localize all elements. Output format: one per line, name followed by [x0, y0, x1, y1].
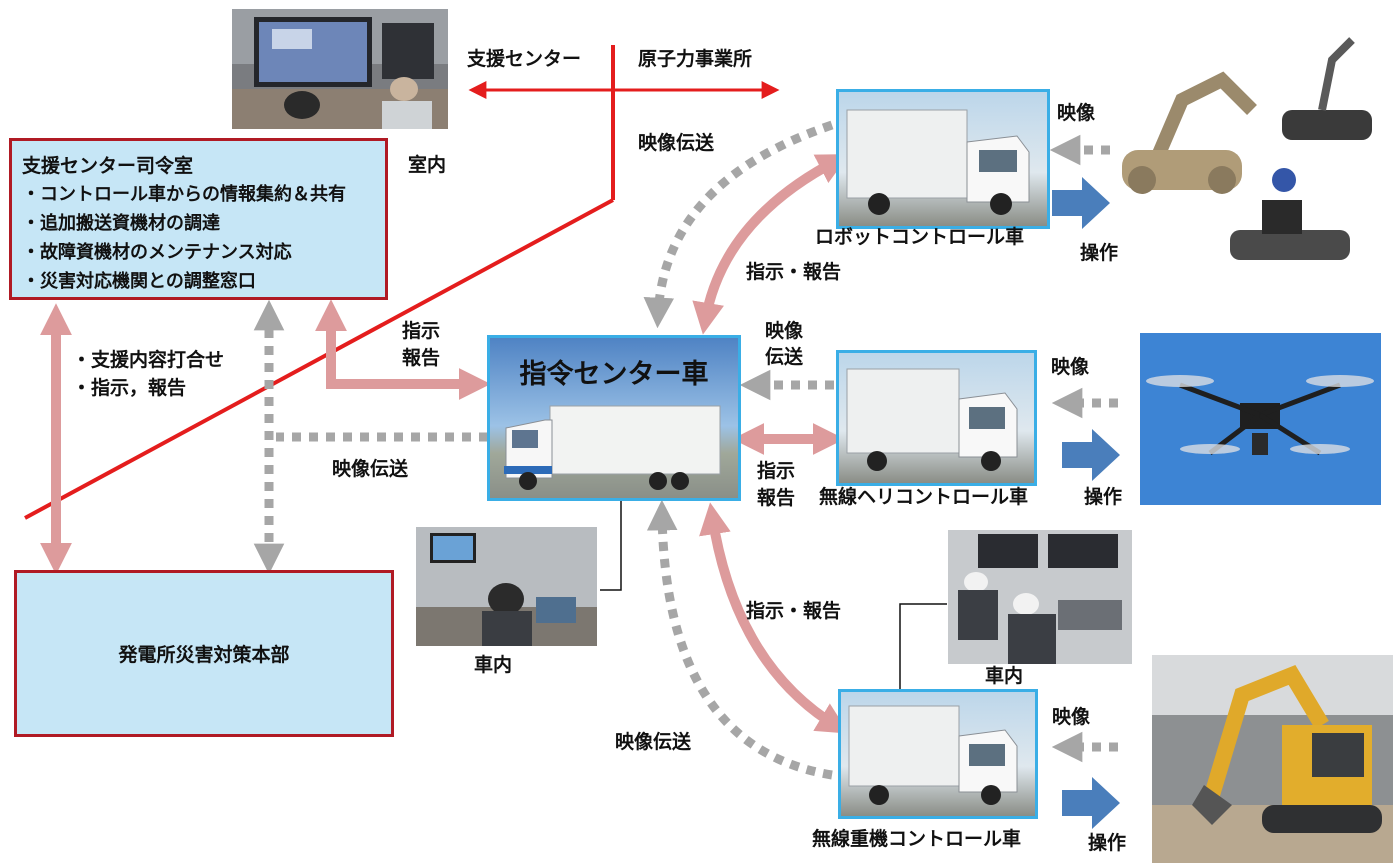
- machine-truck-image: [848, 705, 1018, 805]
- nuclear-site-label: 原子力事業所: [638, 48, 753, 70]
- robot-op-label: 操作: [1080, 242, 1119, 264]
- robots-photo: [1112, 20, 1388, 290]
- operation-arrows: [1052, 177, 1120, 829]
- command-vehicle-photo: 指令センター車: [487, 335, 741, 501]
- machine-interior-image: [948, 530, 1132, 664]
- support-hq-item: ・コントロール車からの情報集約＆共有: [22, 184, 346, 205]
- report-label-hq: 報告: [402, 347, 441, 369]
- drone-truck-image: [846, 368, 1018, 471]
- command-interior-photo: [416, 527, 597, 646]
- support-hq-title: 支援センター司令室: [22, 155, 194, 177]
- drone-op-arrow: [1062, 429, 1120, 481]
- control-room-image: [232, 9, 448, 129]
- robots-image: [1112, 20, 1388, 290]
- drone-vehicle-photo: [836, 350, 1037, 486]
- video-tx-mid-label-2: 伝送: [765, 346, 804, 368]
- indoor-label: 室内: [408, 154, 447, 176]
- drone-op-label: 操作: [1084, 486, 1123, 508]
- machine-op-arrow: [1062, 777, 1120, 829]
- video-tx-top-label: 映像伝送: [638, 132, 715, 154]
- in-vehicle-label-2: 車内: [985, 665, 1024, 687]
- drone-video-label: 映像: [1051, 356, 1090, 378]
- robot-vehicle-label: ロボットコントロール車: [815, 226, 1025, 248]
- support-center-label: 支援センター: [467, 48, 582, 70]
- instruction-arrows: [39, 154, 850, 734]
- machine-vehicle-photo: [838, 689, 1038, 819]
- machine-instruct-arrow: [699, 502, 849, 734]
- robot-video-label: 映像: [1057, 102, 1096, 124]
- support-hq-box: 支援センター司令室 ・コントロール車からの情報集約＆共有 ・追加搬送資機材の調達…: [9, 138, 388, 300]
- drone-image: [1140, 333, 1381, 505]
- video-tx-center-label: 映像伝送: [332, 458, 409, 480]
- robot-video-arrow: [643, 120, 834, 329]
- instruct-label-hq: 指示: [402, 320, 441, 342]
- instruct-report-top-label: 指示・報告: [746, 261, 842, 283]
- command-vehicle-label: 指令センター車: [519, 359, 709, 390]
- plant-hq-label: 発電所災害対策本部: [118, 644, 290, 666]
- machine-interior-photo: [948, 530, 1132, 664]
- support-room-photo: [232, 9, 448, 129]
- machine-op-label: 操作: [1088, 832, 1127, 854]
- support-hq-item: ・追加搬送資機材の調達: [22, 213, 220, 234]
- instruct-report-bottom-label: 指示・報告: [746, 600, 842, 622]
- robot-truck-image: [846, 109, 1030, 215]
- support-hq-item: ・故障資機材のメンテナンス対応: [22, 242, 292, 263]
- excavator-photo: [1152, 655, 1393, 863]
- robot-instruct-arrow: [692, 154, 850, 335]
- consult-label-1: ・支援内容打合せ: [72, 349, 225, 371]
- command-truck-image: [504, 405, 721, 490]
- instruct-mid-label: 指示: [757, 460, 796, 482]
- video-arrows: [253, 120, 1118, 780]
- robot-op-arrow: [1052, 177, 1110, 229]
- in-vehicle-label-1: 車内: [474, 654, 513, 676]
- machine-vehicle-label: 無線重機コントロール車: [812, 828, 1022, 850]
- hq-command-arrow: [314, 299, 491, 401]
- machine-video-label: 映像: [1052, 706, 1091, 728]
- command-interior-image: [416, 527, 597, 646]
- plant-hq-box: 発電所災害対策本部: [14, 570, 394, 737]
- machine-video-arrow: [646, 499, 833, 780]
- support-hq-item: ・災害対応機関との調整窓口: [22, 271, 256, 292]
- robot-vehicle-photo: [836, 89, 1050, 229]
- drone-vehicle-label: 無線ヘリコントロール車: [819, 486, 1029, 508]
- excavator-image: [1152, 655, 1393, 863]
- report-mid-label: 報告: [757, 487, 796, 509]
- consult-label-2: ・指示，報告: [72, 377, 187, 399]
- video-tx-bottom-label: 映像伝送: [615, 731, 692, 753]
- drone-photo: [1140, 333, 1381, 505]
- video-tx-mid-label-1: 映像: [765, 320, 804, 342]
